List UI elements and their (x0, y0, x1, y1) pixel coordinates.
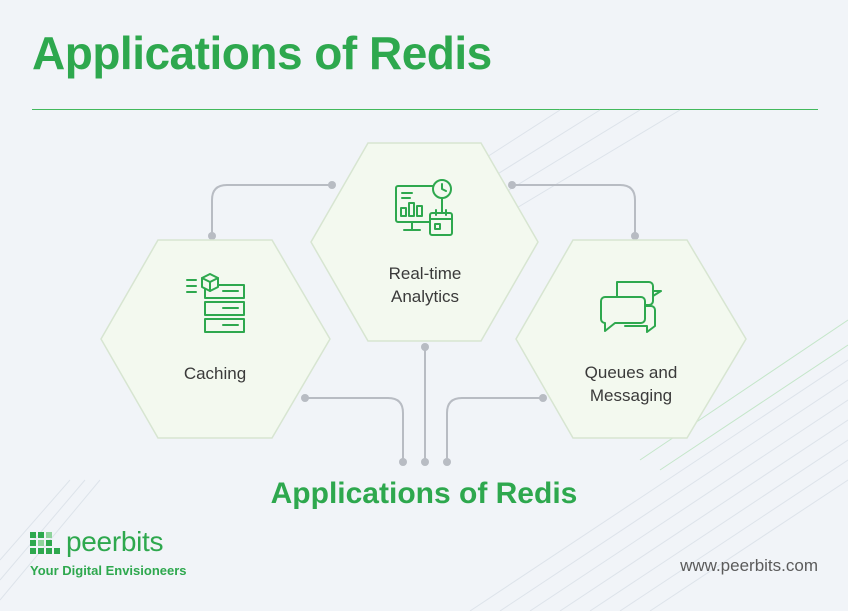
title-divider (32, 109, 818, 110)
analytics-dashboard-icon (395, 179, 453, 236)
node-label-queues: Queues and Messaging (584, 363, 678, 405)
connector-dot (301, 394, 309, 402)
peerbits-logo-icon (30, 532, 60, 554)
connector-queues-center (446, 397, 543, 462)
connector-dot (443, 458, 451, 466)
hexagon-caching (100, 239, 331, 439)
connector-dot (421, 458, 429, 466)
connector-dot (399, 458, 407, 466)
connector-dot (208, 232, 216, 240)
connector-dots (208, 181, 639, 466)
connector-dot (328, 181, 336, 189)
diagram-center-label: Applications of Redis (270, 477, 578, 510)
node-label-analytics: Real-time Analytics (388, 264, 462, 306)
connector-caching-analytics (211, 184, 332, 236)
server-cache-icon (186, 273, 245, 333)
connector-caching-center (305, 397, 404, 462)
node-label-caching: Caching (183, 364, 247, 383)
brand-tagline: Your Digital Envisioneers (30, 563, 187, 578)
connector-analytics-queues (512, 184, 636, 236)
brand-name: peerbits (66, 526, 164, 557)
hexagon-queues (515, 239, 747, 439)
connector-dot (631, 232, 639, 240)
page-title: Applications of Redis (32, 27, 492, 79)
connector-dot (508, 181, 516, 189)
hexagon-analytics (310, 142, 539, 342)
connectors (211, 184, 636, 462)
connector-dot (421, 343, 429, 351)
website-url: www.peerbits.com (680, 556, 818, 575)
chat-bubbles-icon (600, 281, 662, 333)
connector-dot (539, 394, 547, 402)
